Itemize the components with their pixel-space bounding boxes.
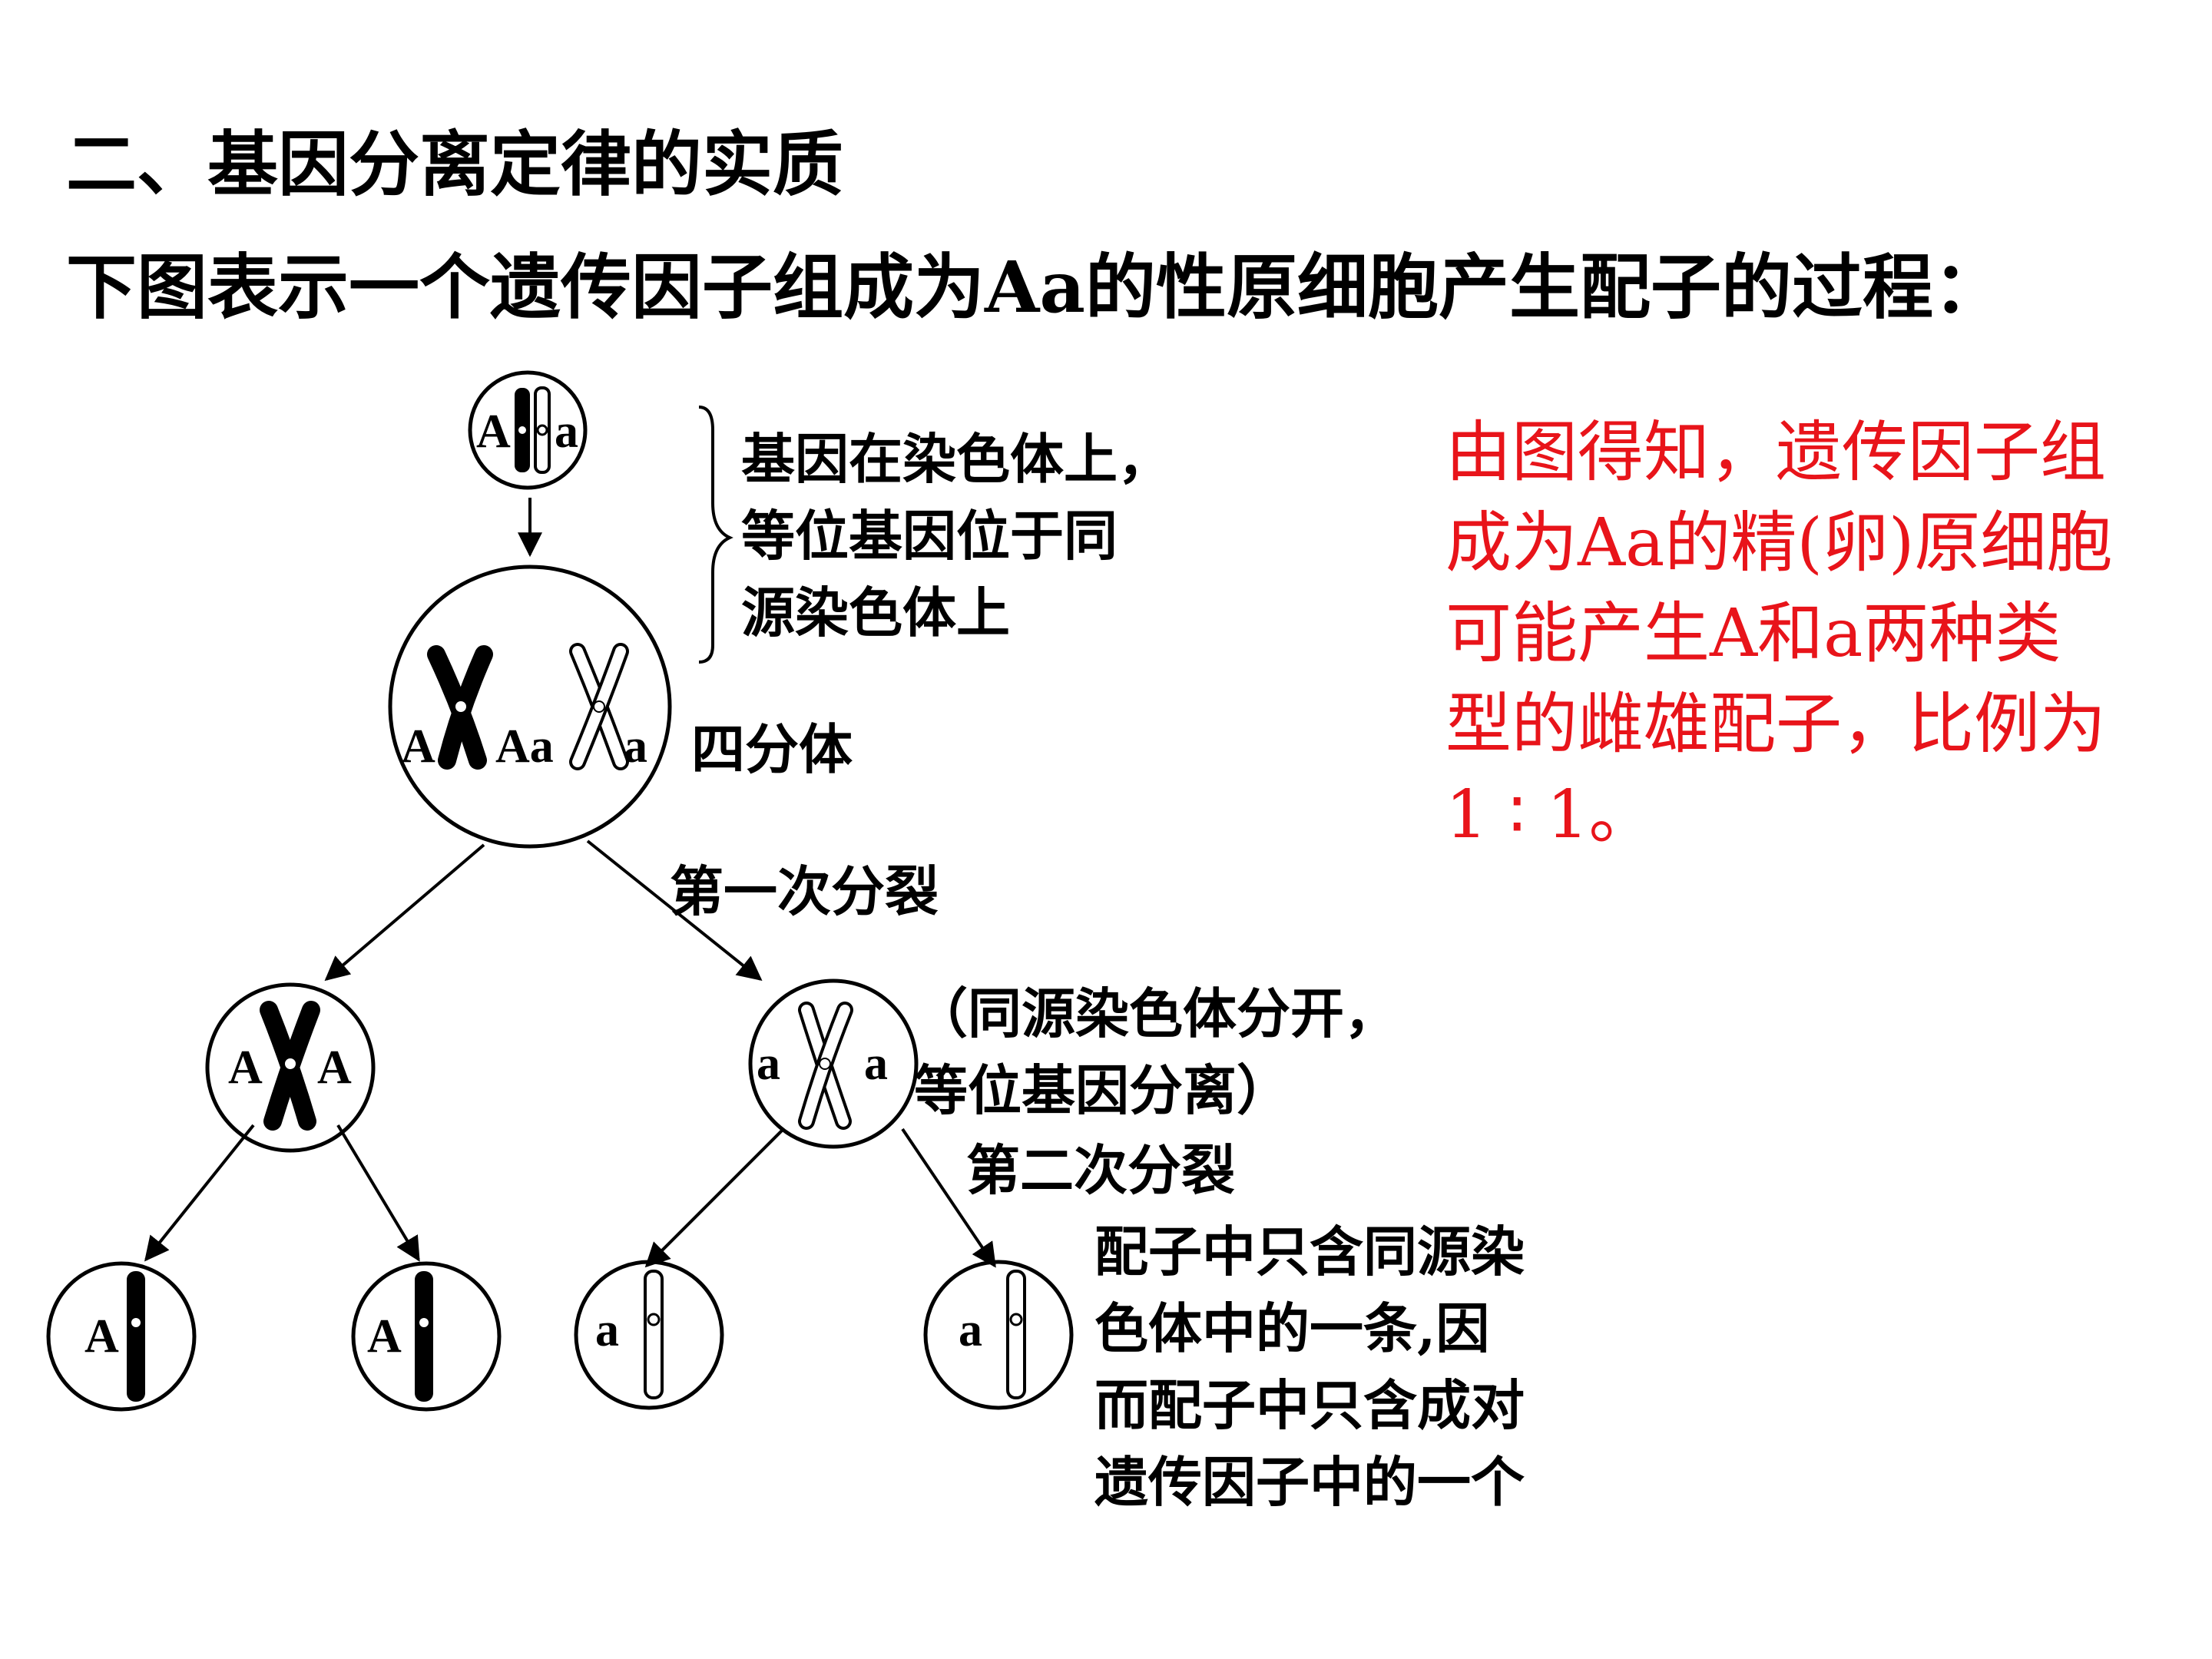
cell-3 [205, 982, 376, 1153]
conclusion-line: 成为Aa的精(卵)原细胞 [1445, 505, 2113, 581]
allele-label: a [555, 406, 578, 458]
allele-label: A [367, 1310, 402, 1363]
arrow-cell4-to-gamete4 [901, 1128, 996, 1268]
chromosome-light [644, 1270, 664, 1399]
centromere [1009, 1313, 1023, 1326]
note-line: 而配子中只含成对 [1094, 1373, 1525, 1437]
note-separation: （同源染色体分开， 等位基因分离） [914, 975, 1398, 1129]
chromosome-dark [127, 1271, 145, 1402]
note-line: 等位基因位于同 [741, 504, 1118, 568]
centromere [130, 1316, 142, 1329]
gamete-2 [351, 1261, 502, 1412]
note-line: （同源染色体分开， [914, 982, 1398, 1045]
allele-label: A [317, 1041, 352, 1094]
tetrad-light [569, 643, 629, 770]
conclusion-line: 由图得知，遗传因子组 [1445, 414, 2106, 491]
note-gene-on-chromosome: 基因在染色体上， 等位基因位于同 源染色体上 [741, 421, 1171, 651]
gamete-1 [46, 1261, 197, 1412]
note-line: 源染色体上 [741, 581, 1010, 644]
arrow-cell4-to-gamete3 [644, 1128, 785, 1268]
allele-label: a [864, 1038, 888, 1090]
allele-label: A [84, 1310, 119, 1363]
chromosome-pair-dark [260, 1001, 320, 1131]
page-subtitle: 下图表示一个遗传因子组成为Aa的性原细胞产生配子的过程： [66, 246, 2004, 329]
note-line: 色体中的一条,因 [1094, 1296, 1490, 1360]
cell-2 [388, 565, 672, 849]
arrow-cell2-to-cell3 [324, 843, 485, 982]
conclusion-line: 可能产生A和a两种类 [1445, 595, 2061, 672]
conclusion-line: 型的雌雄配子，比例为 [1445, 686, 2106, 763]
chromosome-dark [415, 1271, 433, 1402]
page-title: 二、基因分离定律的实质 [66, 124, 844, 206]
note-line: 配子中只含同源染 [1094, 1220, 1525, 1283]
gamete-3 [574, 1260, 724, 1410]
allele-label: A [401, 720, 435, 773]
chromosome-pair-light [798, 1002, 853, 1130]
note-gamete: 配子中只含同源染 色体中的一条,因 而配子中只含成对 遗传因子中的一个 [1094, 1214, 1525, 1521]
centromere [517, 425, 528, 435]
note-line: 等位基因分离） [914, 1058, 1290, 1122]
allele-label: a [959, 1304, 982, 1356]
note-line: 基因在染色体上， [741, 427, 1171, 491]
chromosome-light [1006, 1270, 1026, 1399]
centromere [418, 1316, 430, 1329]
centromere [647, 1313, 661, 1326]
allele-label: a [757, 1038, 780, 1090]
cell-1 [468, 370, 588, 490]
allele-label: A [228, 1041, 263, 1094]
centromere [536, 424, 548, 436]
allele-label: A [476, 406, 511, 458]
note-line: 遗传因子中的一个 [1094, 1450, 1525, 1514]
gamete-4 [923, 1260, 1074, 1410]
allele-label: Aa [495, 720, 554, 773]
conclusion-line: 1 ∶ 1。 [1445, 777, 1655, 853]
allele-label: a [595, 1304, 619, 1356]
arrow-cell3-to-gamete2 [336, 1124, 420, 1262]
label-first-division: 第一次分裂 [670, 859, 939, 923]
tetrad-dark [427, 645, 493, 770]
arrow-cell2-to-cell4 [586, 839, 763, 981]
conclusion-text: 由图得知，遗传因子组 成为Aa的精(卵)原细胞 可能产生A和a两种类 型的雌雄配… [1445, 407, 2183, 860]
arrow-cell3-to-gamete1 [144, 1124, 255, 1262]
brace [698, 406, 733, 664]
allele-label: a [624, 720, 647, 773]
label-tetrad: 四分体 [691, 717, 853, 781]
label-second-division: 第二次分裂 [966, 1138, 1235, 1202]
cell-4 [748, 979, 919, 1149]
